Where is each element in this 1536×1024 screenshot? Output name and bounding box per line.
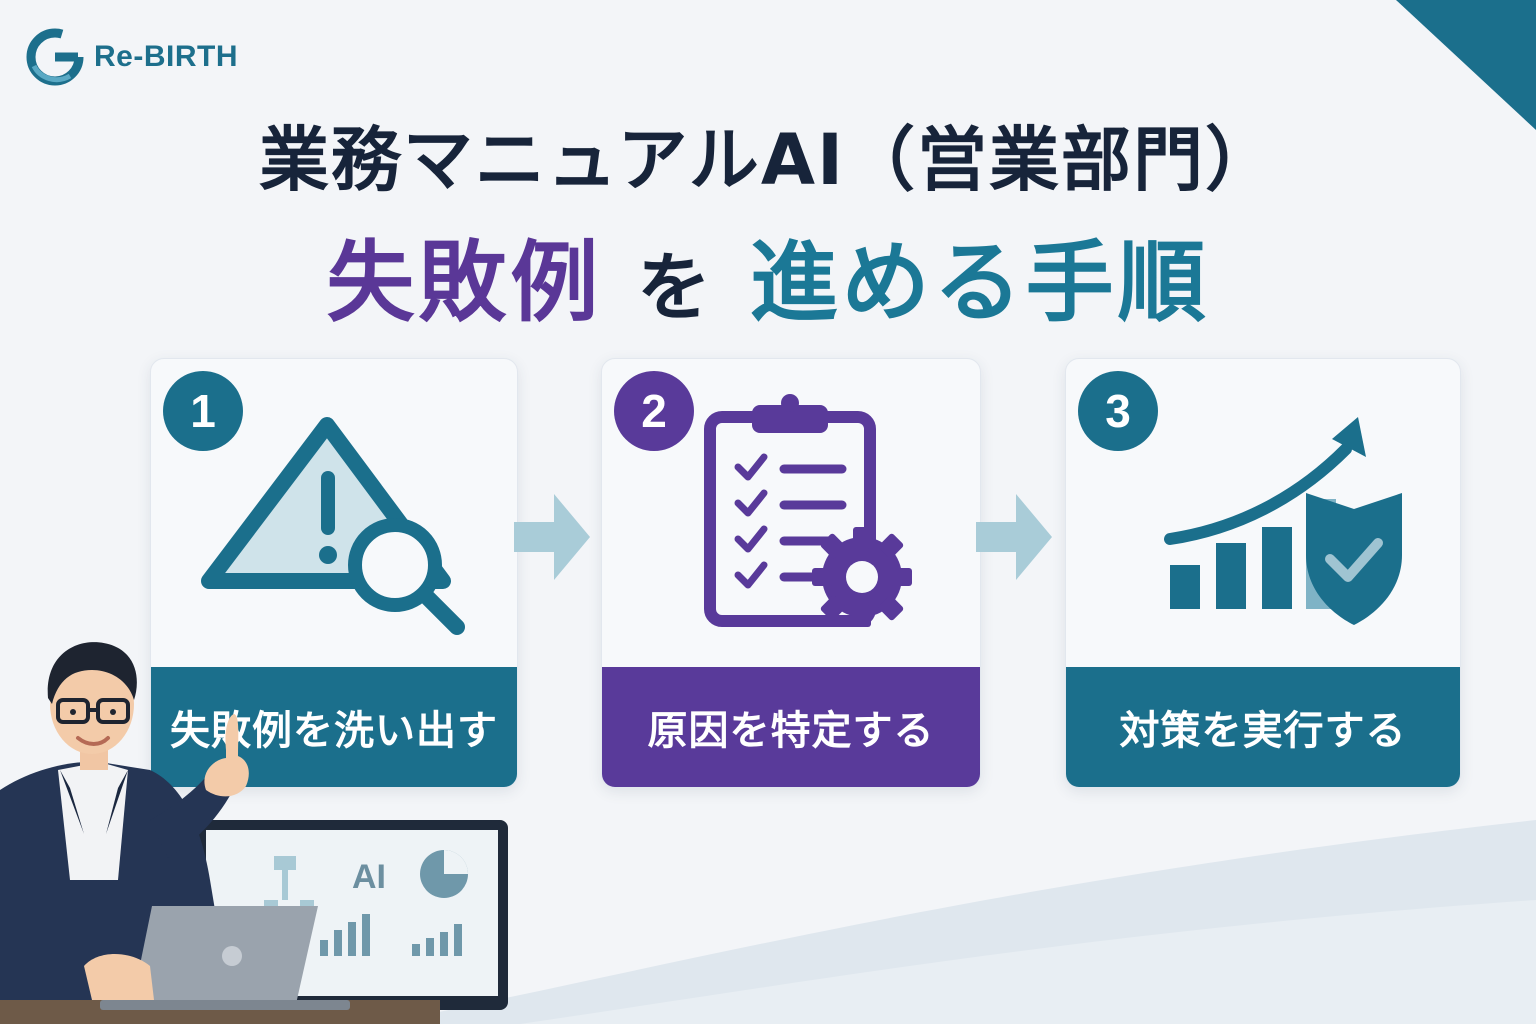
growth-shield-icon <box>1164 417 1402 625</box>
step-number-badge: 1 <box>163 371 243 451</box>
subtitle-part-failure: 失敗例 <box>326 231 603 334</box>
subtitle-part-steps: 進める手順 <box>749 231 1210 334</box>
warning-magnifier-icon <box>201 417 465 635</box>
arrow-right-icon <box>514 494 590 580</box>
brand-name: Re-BIRTH <box>94 40 238 73</box>
page-subtitle: 失敗例 を 進める手順 <box>0 212 1536 339</box>
step-number-badge: 3 <box>1078 371 1158 451</box>
arrow-right-icon <box>976 494 1052 580</box>
clipboard-gear-icon <box>704 394 912 627</box>
step-card-1[interactable]: 1 失敗例を洗い出す <box>150 358 518 788</box>
businessman-illustration: AI <box>0 642 508 1024</box>
subtitle-part-particle: を <box>637 245 715 331</box>
step-card-2[interactable]: 2 原因を特定する <box>601 358 981 788</box>
step-card-3[interactable]: 3 対策を実行する <box>1065 358 1461 788</box>
logo-icon <box>26 28 84 86</box>
step-number-badge: 2 <box>614 371 694 451</box>
step-label: 原因を特定する <box>602 667 980 787</box>
step-label: 対策を実行する <box>1066 667 1460 787</box>
corner-accent <box>1396 0 1536 130</box>
monitor-ai-label: AI <box>352 858 386 896</box>
page-title: 業務マニュアルAI（営業部門） <box>258 119 1278 201</box>
brand-logo[interactable]: Re-BIRTH <box>26 28 238 86</box>
step-label: 失敗例を洗い出す <box>151 667 517 787</box>
